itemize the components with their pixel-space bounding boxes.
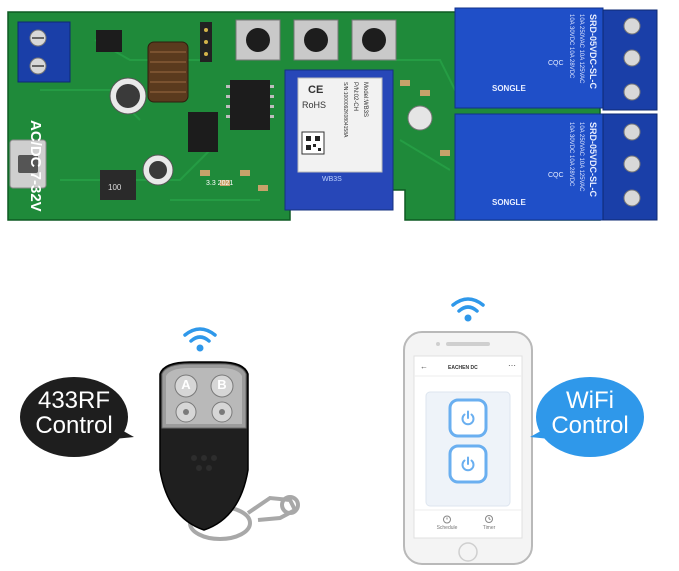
module-chip: WB3S: [322, 176, 342, 183]
board-input-label: AC/DC 7-32V: [27, 120, 44, 212]
phone-frame: [403, 331, 533, 565]
rf-line-1: 433RF: [37, 387, 111, 414]
relay-1-model: SRD-05VDC-SL-C: [588, 14, 598, 90]
rf-control-badge: 433RF Control: [18, 375, 136, 461]
module-sn: S/N:1000092K0804158A: [342, 82, 348, 138]
relay-2-rating-1: 10A 250VAC 10A 125VAC: [578, 122, 584, 192]
clock-icon[interactable]: [484, 514, 494, 524]
rf-remote: [159, 361, 300, 541]
smartphone: ← ⋯ EACHEN DC Schedule Timer: [402, 330, 534, 566]
board-date-code: 3.3 2021: [206, 180, 234, 187]
relay-1-cqc: CQC: [548, 60, 564, 67]
wifi-icon: [183, 327, 217, 352]
relay-board: 100 AC/DC 7-32V: [0, 0, 679, 240]
module-rohs: RoHS: [302, 100, 327, 110]
svg-text:100: 100: [108, 183, 122, 192]
module-model: Model:WB3S: [362, 82, 368, 118]
relay-2-cqc: CQC: [548, 172, 564, 179]
module-ce: CE: [308, 84, 324, 96]
power-icon[interactable]: [460, 456, 476, 472]
app-title: EACHEN DC: [448, 365, 478, 371]
tab-timer[interactable]: Timer: [482, 525, 496, 531]
relay-1-brand: SONGLE: [492, 84, 526, 93]
module-pn: P/N:02-CH: [352, 82, 358, 112]
wifi-control-text: WiFi Control: [538, 387, 642, 440]
relay-2-rating-2: 10A 30VDC 10A 28VDC: [568, 122, 574, 187]
wifi-icon: [451, 297, 485, 322]
relay-1-rating-1: 10A 250VAC 10A 125VAC: [578, 14, 584, 84]
relay-2-model: SRD-05VDC-SL-C: [588, 122, 598, 198]
wifi-line-1: WiFi: [566, 387, 614, 414]
alarm-icon[interactable]: [442, 514, 452, 524]
rf-bubble-shape: [20, 377, 134, 457]
tab-schedule[interactable]: Schedule: [436, 525, 458, 531]
relay-1-rating-2: 10A 30VDC 10A 28VDC: [568, 14, 574, 79]
remote-button-a: A: [181, 377, 191, 392]
relay-2-brand: SONGLE: [492, 198, 526, 207]
relay-board-svg: 100: [7, 7, 658, 221]
wifi-line-2: Control: [551, 412, 629, 440]
rf-control-text: 433RF Control: [22, 387, 126, 440]
remote-button-b: B: [217, 377, 227, 392]
back-arrow-icon[interactable]: ←: [420, 362, 428, 371]
wifi-bubble-shape: [530, 377, 644, 457]
power-icon[interactable]: [460, 410, 476, 426]
rf-line-2: Control: [35, 412, 113, 440]
wifi-control-badge: WiFi Control: [528, 375, 646, 461]
more-menu-icon[interactable]: ⋯: [508, 361, 516, 370]
